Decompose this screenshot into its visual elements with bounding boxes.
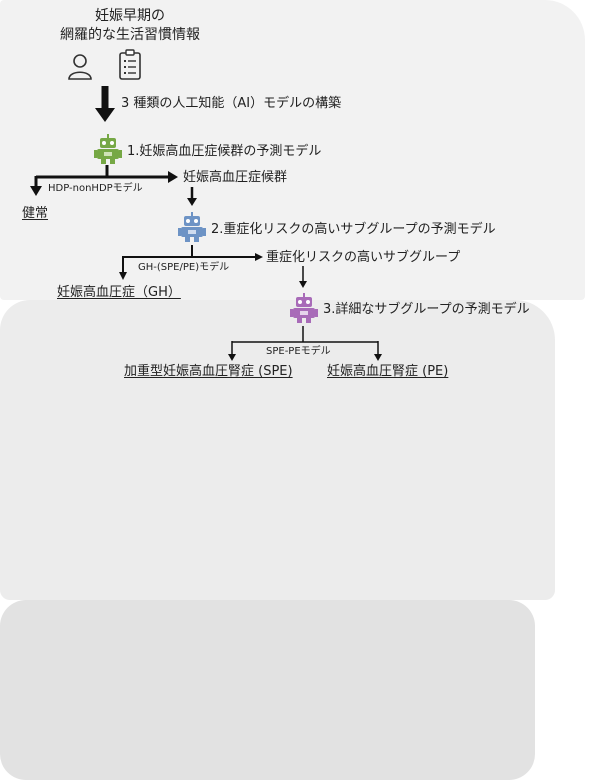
- flow-arrows: [30, 86, 382, 361]
- robot-icon-model3: [290, 293, 318, 323]
- header-line1: 妊娠早期の: [95, 8, 165, 24]
- outcome-healthy: 健常: [22, 206, 49, 221]
- clipboard-icon: [119, 49, 141, 80]
- model1-title: 1.妊娠高血圧症候群の予測モデル: [127, 144, 322, 159]
- model2-branch-label: GH-(SPE/PE)モデル: [138, 262, 230, 273]
- robot-icon-model2: [178, 212, 206, 242]
- header-line2: 網羅的な生活習慣情報: [60, 27, 200, 43]
- model2-title: 2.重症化リスクの高いサブグループの予測モデル: [211, 222, 496, 237]
- outcome-pe: 妊娠高血圧腎症 (PE): [327, 364, 449, 379]
- build-label: 3 種類の人工知能（AI）モデルの構築: [121, 96, 342, 111]
- model3-branch-label: SPE-PEモデル: [266, 346, 331, 357]
- inner-panel: [0, 600, 535, 780]
- robot-icon-model1: [94, 134, 122, 164]
- outcome-spe: 加重型妊娠高血圧腎症 (SPE): [124, 364, 293, 379]
- person-icon: [68, 54, 92, 80]
- outcome-highrisk: 重症化リスクの高いサブグループ: [266, 250, 461, 265]
- model3-title: 3.詳細なサブグループの予測モデル: [323, 302, 530, 317]
- model1-branch-label: HDP-nonHDPモデル: [48, 183, 143, 194]
- outcome-hdp: 妊娠高血圧症候群: [183, 170, 288, 185]
- outcome-gh: 妊娠高血圧症（GH）: [57, 285, 181, 300]
